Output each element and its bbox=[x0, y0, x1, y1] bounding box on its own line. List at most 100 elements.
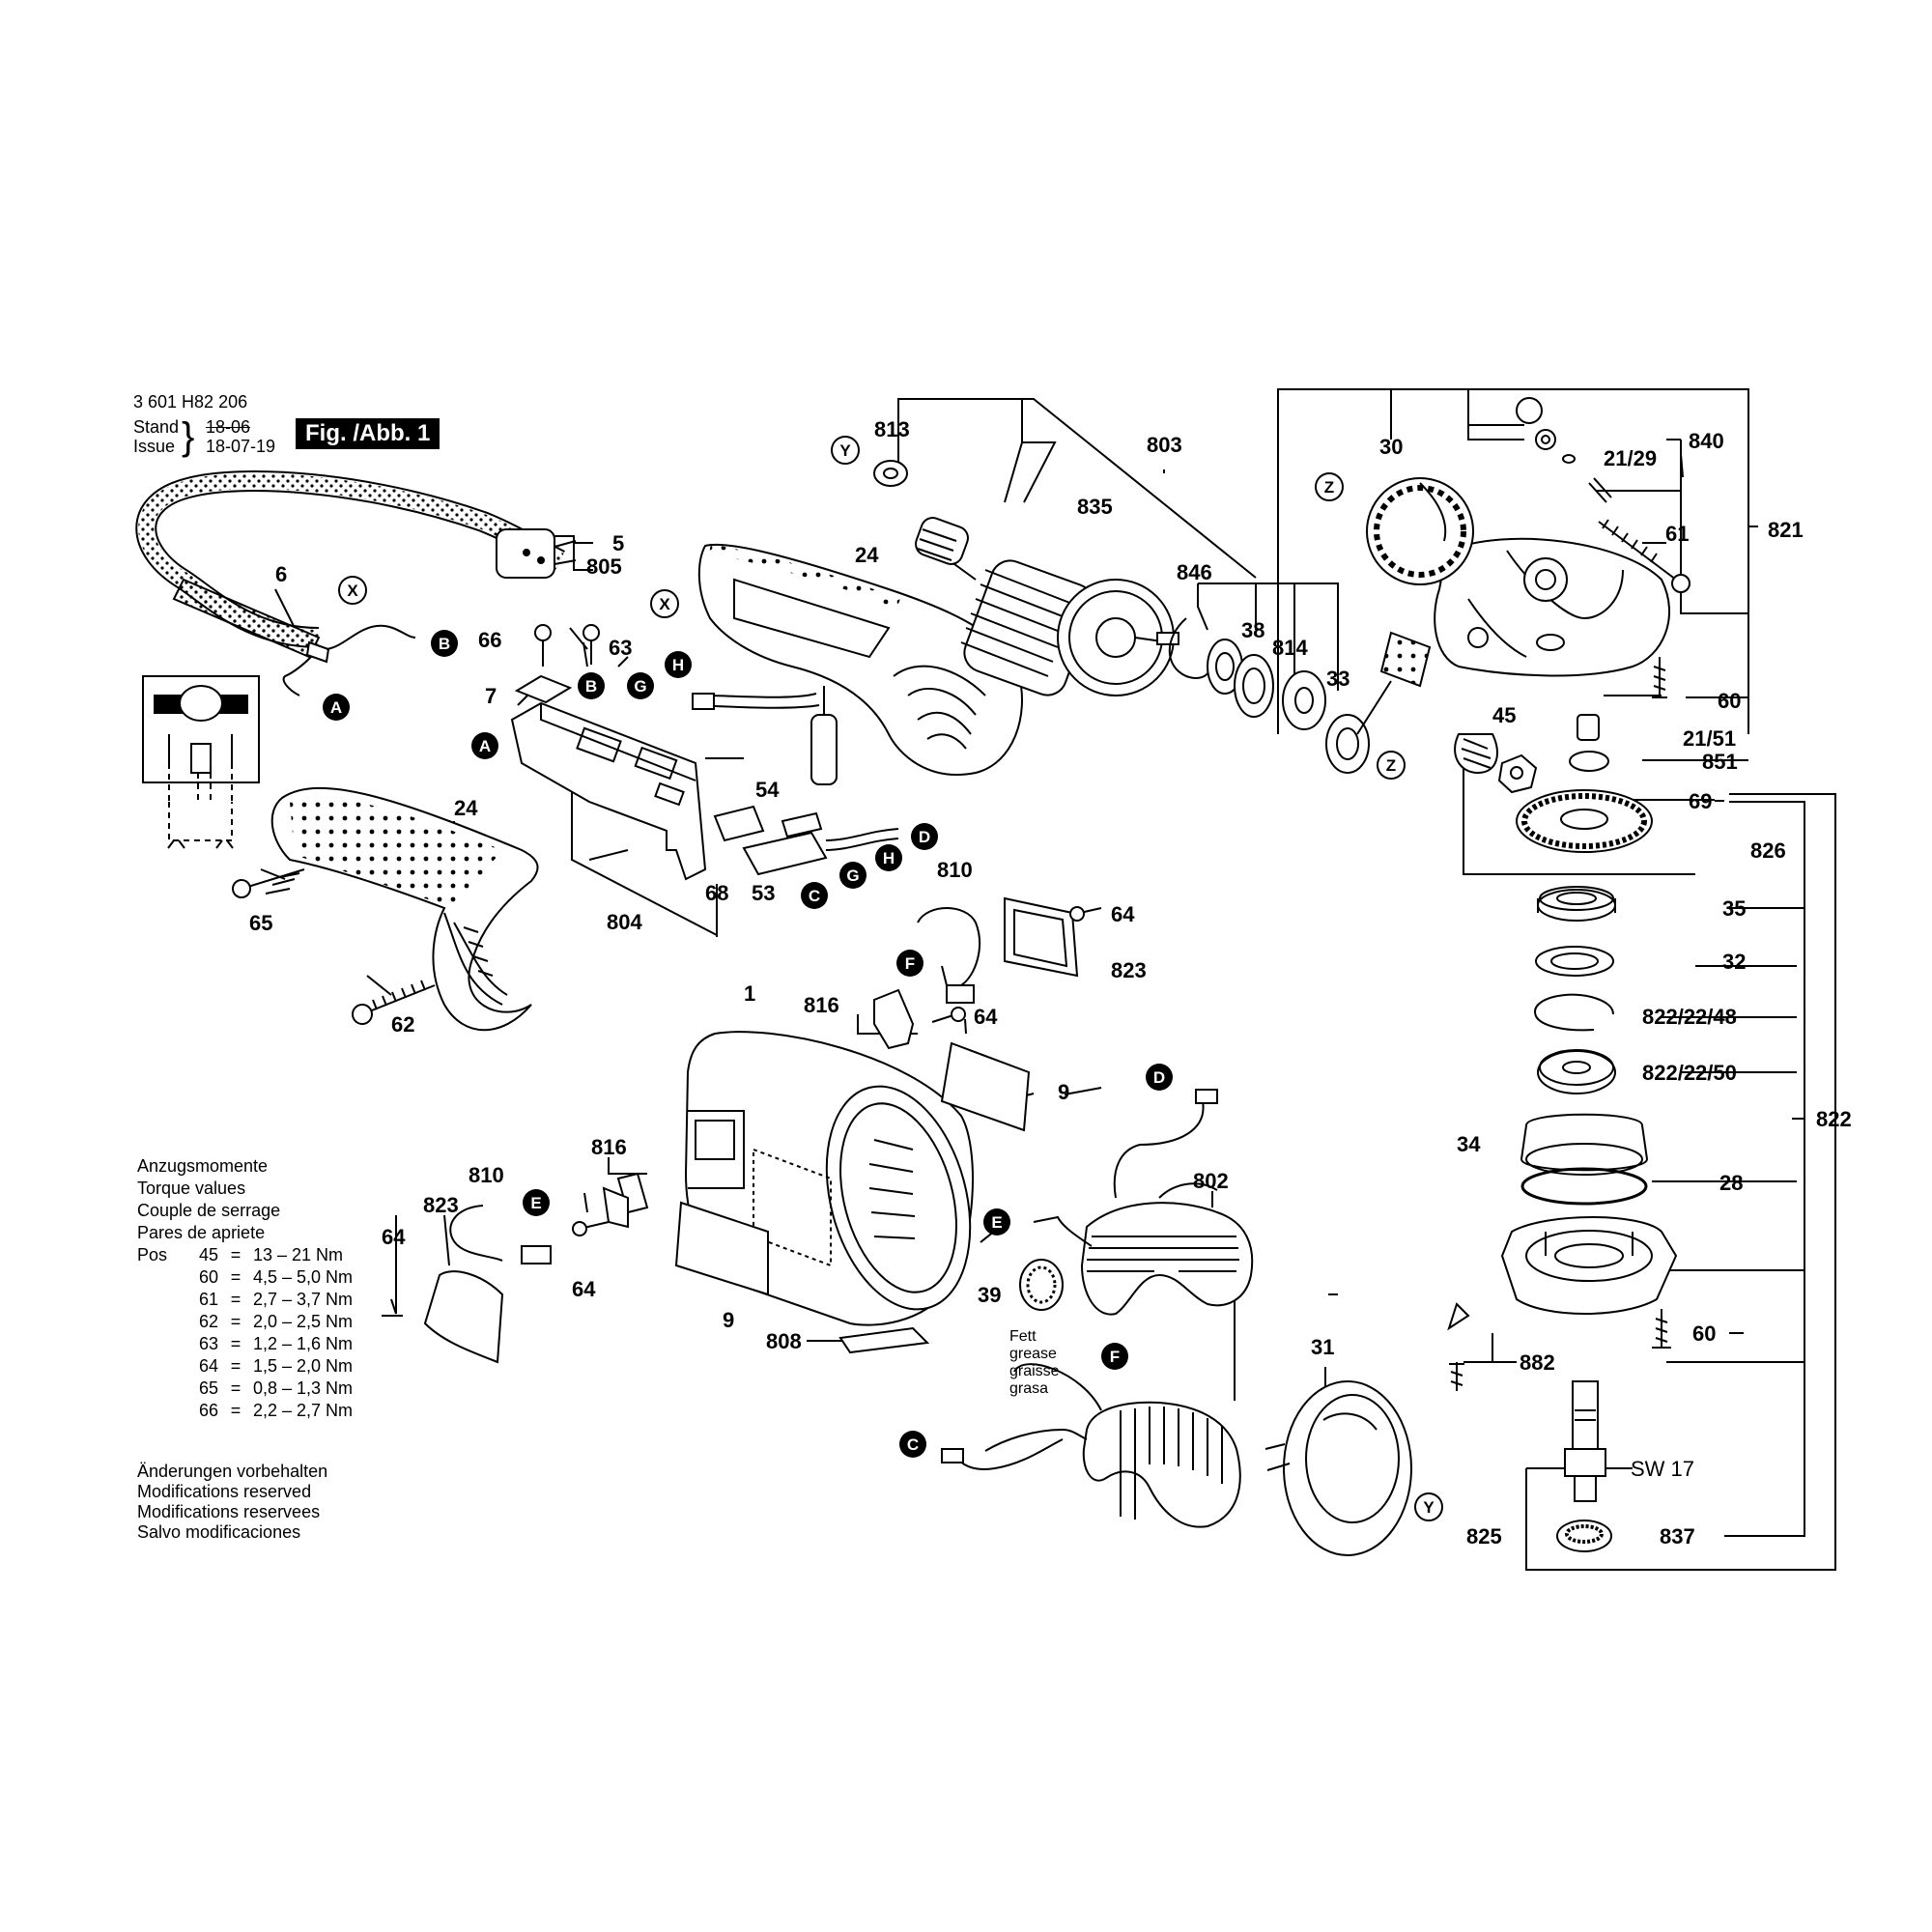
callout-6: 6 bbox=[275, 562, 287, 586]
torque-row: 66=2,2 – 2,7 Nm bbox=[198, 1401, 354, 1420]
svg-text:D: D bbox=[919, 828, 930, 846]
callout-808: 808 bbox=[766, 1329, 802, 1353]
torque-heading-fr: Couple de serrage bbox=[137, 1201, 281, 1220]
callout-32: 32 bbox=[1722, 950, 1746, 974]
marker-y-plate: Y bbox=[1414, 1492, 1443, 1521]
svg-text:G: G bbox=[634, 677, 646, 696]
marker-g-lower: G bbox=[839, 862, 867, 889]
callout-35: 35 bbox=[1722, 896, 1746, 921]
callout-803: 803 bbox=[1147, 433, 1182, 457]
callout-54: 54 bbox=[755, 778, 780, 802]
marker-x-handle: X bbox=[650, 589, 679, 618]
callout-816-top: 816 bbox=[804, 993, 839, 1017]
callout-826: 826 bbox=[1750, 838, 1786, 863]
callout-sw17: SW 17 bbox=[1631, 1457, 1694, 1481]
marker-x-cord: X bbox=[338, 576, 367, 605]
torque-heading-es: Pares de apriete bbox=[137, 1223, 266, 1242]
callout-21-29: 21/29 bbox=[1604, 446, 1657, 470]
pos-label: Pos bbox=[137, 1245, 168, 1264]
svg-text:G: G bbox=[846, 867, 859, 885]
modification-notes: Änderungen vorbehalten Modifications res… bbox=[137, 1462, 328, 1542]
callout-24-left: 24 bbox=[454, 796, 478, 820]
callout-31: 31 bbox=[1311, 1335, 1334, 1359]
figure-label: Fig. /Abb. 1 bbox=[296, 418, 440, 449]
callout-804: 804 bbox=[607, 910, 642, 934]
callout-64-mid: 64 bbox=[974, 1005, 998, 1029]
callout-840: 840 bbox=[1689, 429, 1724, 453]
marker-e-coil: E bbox=[983, 1208, 1010, 1236]
callout-814: 814 bbox=[1272, 636, 1308, 660]
stand-label: Stand bbox=[133, 417, 180, 437]
svg-text:X: X bbox=[347, 582, 358, 600]
svg-text:Y: Y bbox=[839, 441, 851, 460]
marker-z-gear: Z bbox=[1315, 472, 1344, 501]
marker-a-switch: A bbox=[471, 732, 498, 759]
torque-heading-en: Torque values bbox=[137, 1179, 246, 1198]
callout-837: 837 bbox=[1660, 1524, 1695, 1548]
torque-row: 60=4,5 – 5,0 Nm bbox=[198, 1267, 354, 1287]
callout-28: 28 bbox=[1719, 1171, 1743, 1195]
callout-61: 61 bbox=[1665, 522, 1689, 546]
callout-882: 882 bbox=[1520, 1350, 1555, 1375]
callout-7: 7 bbox=[485, 684, 497, 708]
grease-es: grasa bbox=[1009, 1380, 1048, 1397]
callout-65: 65 bbox=[249, 911, 272, 935]
grease-en: grease bbox=[1009, 1346, 1057, 1362]
callout-24-top: 24 bbox=[855, 543, 879, 567]
callout-823-left: 823 bbox=[423, 1193, 459, 1217]
torque-table: Anzugsmomente Torque values Couple de se… bbox=[137, 1155, 353, 1422]
svg-text:E: E bbox=[991, 1213, 1002, 1232]
callout-851: 851 bbox=[1702, 750, 1738, 774]
callout-810-top: 810 bbox=[937, 858, 973, 882]
marker-h-switch: H bbox=[665, 651, 692, 678]
callout-66: 66 bbox=[478, 628, 501, 652]
callout-39: 39 bbox=[978, 1283, 1001, 1307]
marker-f-brush: F bbox=[896, 950, 923, 977]
callout-69: 69 bbox=[1689, 789, 1712, 813]
svg-text:A: A bbox=[330, 698, 342, 717]
callout-68: 68 bbox=[705, 881, 728, 905]
svg-text:Z: Z bbox=[1386, 756, 1396, 775]
callout-835: 835 bbox=[1077, 495, 1113, 519]
torque-row: 61=2,7 – 3,7 Nm bbox=[198, 1290, 354, 1309]
callout-805: 805 bbox=[586, 554, 622, 579]
torque-row: 63=1,2 – 1,6 Nm bbox=[198, 1334, 354, 1353]
torque-heading-de: Anzugsmomente bbox=[137, 1156, 269, 1176]
callout-5: 5 bbox=[612, 531, 624, 555]
grease-de: Fett bbox=[1009, 1328, 1037, 1345]
callout-821: 821 bbox=[1768, 518, 1804, 542]
svg-text:A: A bbox=[479, 737, 491, 755]
callout-823-top: 823 bbox=[1111, 958, 1147, 982]
callout-816-left: 816 bbox=[591, 1135, 627, 1159]
callout-822: 822 bbox=[1816, 1107, 1852, 1131]
svg-text:C: C bbox=[809, 887, 820, 905]
marker-d-coil: D bbox=[1146, 1064, 1173, 1091]
stand-value: 18-06 bbox=[206, 417, 251, 437]
callout-62: 62 bbox=[391, 1012, 414, 1037]
callout-45: 45 bbox=[1492, 703, 1516, 727]
svg-text:Y: Y bbox=[1423, 1498, 1435, 1517]
callout-822-22-48: 822/22/48 bbox=[1642, 1005, 1737, 1029]
svg-text:F: F bbox=[905, 954, 915, 973]
marker-c-coil: C bbox=[899, 1431, 926, 1458]
svg-text:X: X bbox=[659, 595, 670, 613]
issue-value: 18-07-19 bbox=[206, 437, 276, 456]
callout-802: 802 bbox=[1193, 1169, 1229, 1193]
callout-64-top: 64 bbox=[1111, 902, 1135, 926]
marker-c-switch: C bbox=[801, 882, 828, 909]
callout-813: 813 bbox=[874, 417, 910, 441]
callout-21-51: 21/51 bbox=[1683, 726, 1736, 751]
torque-row: 64=1,5 – 2,0 Nm bbox=[198, 1356, 354, 1376]
callout-63: 63 bbox=[609, 636, 632, 660]
callout-30: 30 bbox=[1379, 435, 1403, 459]
callout-846: 846 bbox=[1177, 560, 1212, 584]
marker-d-switch: D bbox=[911, 823, 938, 850]
callout-825: 825 bbox=[1466, 1524, 1502, 1548]
callout-9-right: 9 bbox=[1058, 1080, 1069, 1104]
svg-text:H: H bbox=[672, 656, 684, 674]
marker-e-brush: E bbox=[523, 1189, 550, 1216]
callout-64-lower: 64 bbox=[572, 1277, 596, 1301]
